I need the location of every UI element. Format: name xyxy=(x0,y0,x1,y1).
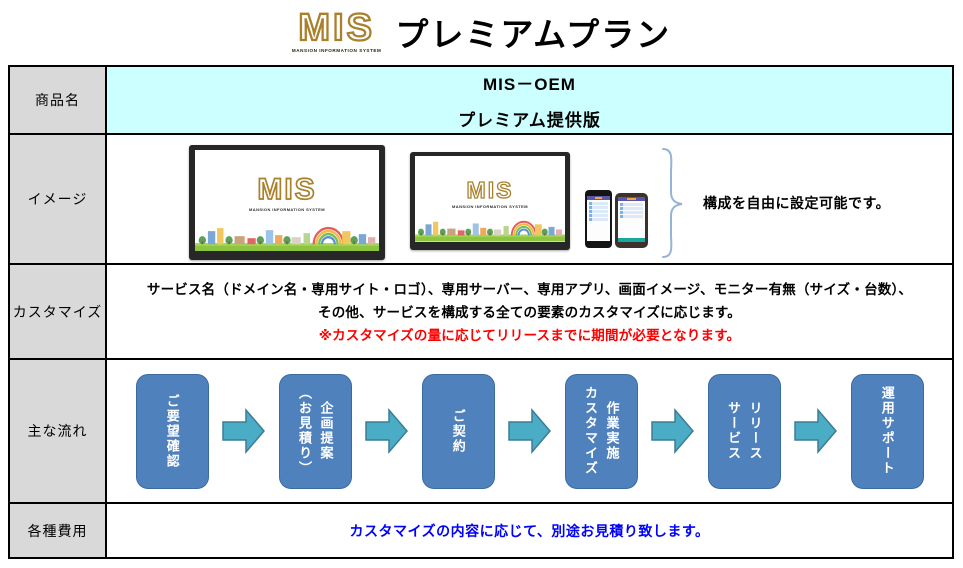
page-header: MIS MANSION INFORMATION SYSTEM プレミアムプラン xyxy=(0,0,963,63)
costs-text: カスタマイズの内容に応じて、別途お見積り致します。 xyxy=(349,522,710,539)
row-label-flow: 主な流れ xyxy=(10,360,107,502)
app-list-row xyxy=(620,211,643,214)
product-name-cell: MIS－OEM プレミアム提供版 xyxy=(107,67,952,133)
small-monitor-screen: MIS MANSION INFORMATION SYSTEM xyxy=(415,156,565,242)
flow-arrow-icon xyxy=(793,407,837,455)
app-list xyxy=(587,200,610,241)
flow-arrow-icon xyxy=(221,407,265,455)
table-row-costs: 各種費用 カスタマイズの内容に応じて、別途お見積り致します。 xyxy=(10,504,952,557)
app-list-row xyxy=(589,202,608,205)
app-header-bar xyxy=(618,197,645,201)
table-row-flow: 主な流れ ご要望確認 企画提案 （お見積り） ご契約 作業実施 カスタマイズ xyxy=(10,360,952,504)
android-phone-mockup xyxy=(615,193,648,248)
mis-logo-subtext-on-small-monitor: MANSION INFORMATION SYSTEM xyxy=(452,204,528,209)
app-list-row xyxy=(620,207,643,210)
flow-step-request-confirmation: ご要望確認 xyxy=(135,373,209,489)
app-list-row xyxy=(620,215,643,218)
product-name-line2: プレミアム提供版 xyxy=(458,110,601,130)
table-row-customize: カスタマイズ サービス名（ドメイン名・専用サイト・ロゴ）、専用サーバー、専用アプ… xyxy=(10,265,952,360)
costs-cell: カスタマイズの内容に応じて、別途お見積り致します。 xyxy=(107,504,952,557)
iphone-mockup xyxy=(585,190,612,248)
mis-logo-subtext-on-monitor: MANSION INFORMATION SYSTEM xyxy=(249,207,325,212)
flow-step-customize-work: 作業実施 カスタマイズ xyxy=(564,373,638,489)
flow-step-label: ご契約 xyxy=(450,408,466,454)
flow-step-operation-support: 運用サポート xyxy=(850,373,924,489)
app-list-row xyxy=(589,214,608,217)
app-list-row xyxy=(620,203,643,206)
large-monitor-screen: MIS MANSION INFORMATION SYSTEM xyxy=(195,150,379,251)
small-monitor: MIS MANSION INFORMATION SYSTEM xyxy=(410,152,570,250)
app-header-bar xyxy=(587,196,610,200)
flow-step-label: 運用サポート xyxy=(879,386,895,476)
mis-logo-text: MIS xyxy=(297,7,375,50)
large-monitor: MIS MANSION INFORMATION SYSTEM xyxy=(189,145,385,260)
image-caption: 構成を自由に設定可能です。 xyxy=(703,195,891,211)
row-label-costs: 各種費用 xyxy=(10,504,107,557)
mis-logo: MIS MANSION INFORMATION SYSTEM xyxy=(291,7,382,54)
flow-arrow-icon xyxy=(650,407,694,455)
mis-logo-on-monitor: MIS xyxy=(256,173,317,206)
curly-brace-icon xyxy=(662,148,683,258)
flow-cell: ご要望確認 企画提案 （お見積り） ご契約 作業実施 カスタマイズ xyxy=(107,360,952,502)
flow-step-service-release: リリース サービス xyxy=(707,373,781,489)
customize-line2: その他、サービスを構成する全ての要素のカスタマイズに応じます。 xyxy=(318,305,741,320)
table-row-image: イメージ MIS MANSION INFORMATION SYSTEM xyxy=(10,135,952,265)
iphone-screen xyxy=(587,196,610,241)
flow-arrow-icon xyxy=(364,407,408,455)
row-label-product: 商品名 xyxy=(10,67,107,133)
flow-arrow-icon xyxy=(507,407,551,455)
image-cell: MIS MANSION INFORMATION SYSTEM xyxy=(107,135,952,263)
customize-cell: サービス名（ドメイン名・専用サイト・ロゴ）、専用サーバー、専用アプリ、画面イメー… xyxy=(107,265,952,358)
android-screen xyxy=(618,197,645,242)
flow-step-label: リリース サービス xyxy=(726,401,763,461)
mis-logo-on-small-monitor: MIS xyxy=(466,177,514,203)
cityscape-illustration xyxy=(415,221,565,242)
flow-step-label: 企画提案 （お見積り） xyxy=(297,386,334,476)
customize-note: ※カスタマイズの量に応じてリリースまでに期間が必要となります。 xyxy=(318,328,741,343)
cityscape-illustration xyxy=(195,226,379,251)
phone-mockups xyxy=(585,190,648,248)
spec-table: 商品名 MIS－OEM プレミアム提供版 イメージ MIS MANSION IN… xyxy=(8,65,954,559)
product-name-line1: MIS－OEM xyxy=(483,74,576,94)
mis-logo-subtext: MANSION INFORMATION SYSTEM xyxy=(291,48,382,54)
flow-step-contract: ご契約 xyxy=(421,373,495,489)
row-label-customize: カスタマイズ xyxy=(10,265,107,358)
app-list-row xyxy=(589,206,608,209)
customize-line1: サービス名（ドメイン名・専用サイト・ロゴ）、専用サーバー、専用アプリ、画面イメー… xyxy=(146,282,913,297)
table-row-product: 商品名 MIS－OEM プレミアム提供版 xyxy=(10,67,952,135)
app-footer-bar xyxy=(618,238,645,242)
page-title: プレミアムプラン xyxy=(395,15,672,53)
flow-step-label: 作業実施 カスタマイズ xyxy=(583,386,620,476)
app-list-row xyxy=(589,218,608,221)
flow-step-proposal-estimate: 企画提案 （お見積り） xyxy=(278,373,352,489)
row-label-image: イメージ xyxy=(10,135,107,263)
app-list-row xyxy=(589,210,608,213)
flow-step-label: ご要望確認 xyxy=(164,393,180,469)
app-list xyxy=(618,201,645,238)
